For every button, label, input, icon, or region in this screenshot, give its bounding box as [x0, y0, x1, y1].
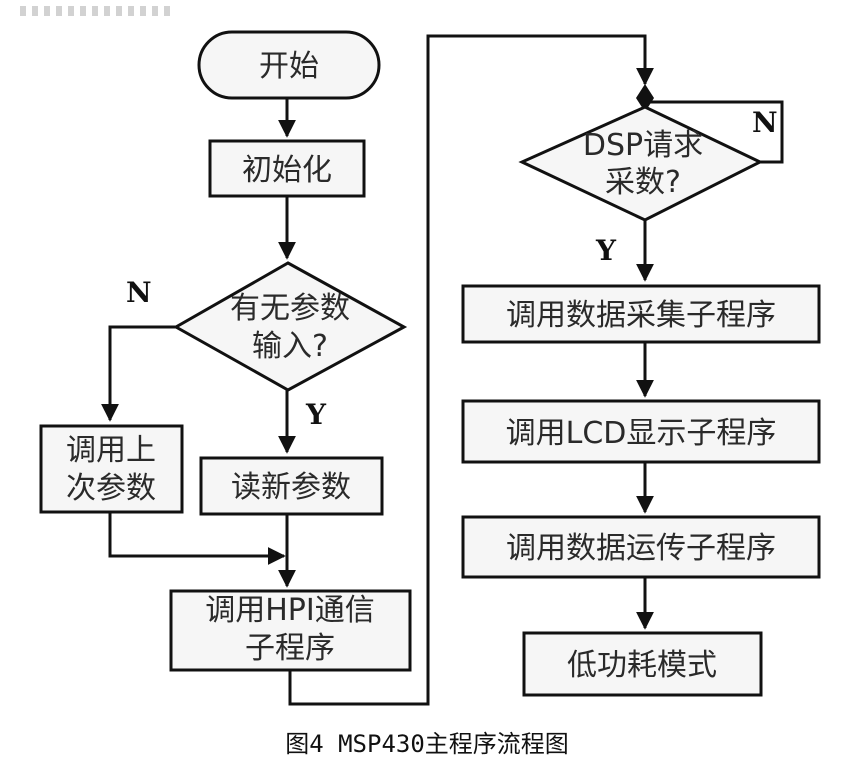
param-no-label: N: [126, 276, 152, 309]
data-transfer-label: 调用数据运传子程序: [506, 531, 776, 566]
figure-caption: 图4 MSP430主程序流程图: [285, 730, 569, 758]
dsp-yes-label: Y: [595, 234, 617, 267]
arrow-decision-no: [101, 325, 176, 422]
dsp-decision-diamond: [518, 105, 764, 222]
low-power-box: [522, 631, 763, 697]
data-acquire-label: 调用数据采集子程序: [506, 298, 776, 333]
arrow-hpi-to-dsp: [288, 34, 654, 706]
param-decision-line1: 有无参数: [230, 291, 350, 326]
dsp-decision-line2: 采数?: [605, 165, 681, 200]
use-last-params-box: [39, 424, 184, 514]
hpi-line1: 调用HPI通信: [205, 593, 375, 628]
lcd-display-label: 调用LCD显示子程序: [506, 416, 777, 451]
hpi-comm-box: [169, 589, 412, 672]
loop-junction-marker: [636, 84, 654, 112]
lcd-display-box: [461, 399, 821, 464]
hpi-line2: 子程序: [245, 631, 335, 666]
use-last-line1: 调用上: [66, 433, 156, 468]
param-decision-diamond: [172, 261, 408, 392]
init-label: 初始化: [242, 153, 332, 188]
arrow-dsp-no-loop: [645, 100, 784, 164]
start-label: 开始: [259, 49, 319, 84]
connector-lines: [101, 34, 784, 706]
flowchart-canvas: 开始 初始化 有无参数 输入? N Y 调用上 次参数 读新参数 调用HPI通信…: [39, 30, 821, 706]
arrow-use-last-to-merge: [108, 512, 286, 565]
init-box: [208, 139, 366, 198]
low-power-label: 低功耗模式: [567, 648, 717, 683]
dsp-decision-line1: DSP请求: [583, 128, 703, 163]
use-last-line2: 次参数: [66, 471, 156, 506]
param-yes-label: Y: [305, 398, 327, 431]
header-smudge: [20, 6, 170, 16]
dsp-no-label: N: [752, 106, 778, 139]
data-transfer-box: [461, 515, 821, 579]
start-terminator: [197, 30, 381, 100]
read-new-label: 读新参数: [231, 470, 351, 505]
read-new-params-box: [199, 456, 384, 516]
param-decision-line2: 输入?: [252, 329, 328, 364]
data-acquire-box: [461, 284, 821, 344]
